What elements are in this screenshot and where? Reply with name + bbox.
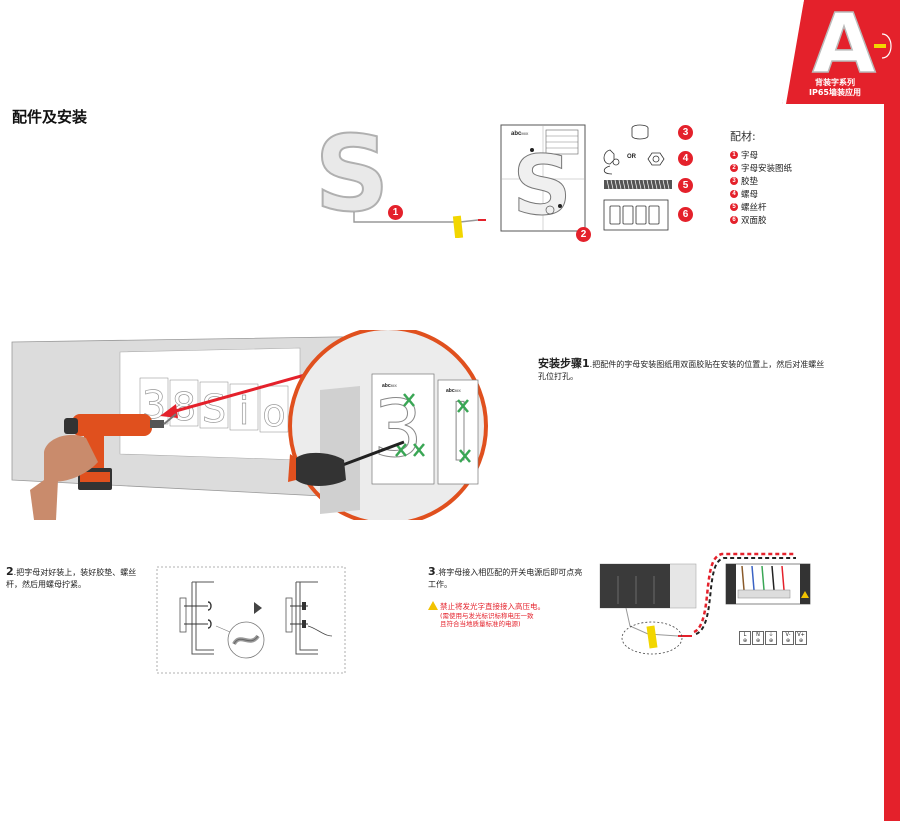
material-label: 字母安装图纸 — [741, 163, 793, 174]
template-brand: abcMIX — [511, 131, 528, 137]
svg-text:o: o — [262, 391, 285, 435]
terminal-v-minus: V-⊕ — [782, 631, 794, 645]
high-voltage-warning: 禁止将发光字直接接入高压电。 (需使用与发光标识标称电压一致 且符合当地质量标准… — [428, 601, 593, 628]
material-number: 4 — [730, 189, 738, 198]
svg-text:I: I — [448, 386, 472, 479]
step3-wiring-illustration — [599, 552, 811, 655]
step2-mounting-diagram — [156, 566, 346, 674]
callout-2: 2 — [576, 227, 591, 242]
brand-mix: MIX — [390, 384, 397, 388]
magnified-brand-1: abcMIX — [382, 383, 397, 389]
material-label: 字母 — [741, 150, 759, 161]
material-number: 6 — [730, 215, 738, 224]
svg-text:i: i — [239, 389, 250, 433]
or-label: OR — [627, 154, 636, 160]
brand-abc: abc — [382, 383, 391, 389]
badge-graphic: A — [782, 0, 900, 104]
callout-4: 4 — [678, 151, 693, 166]
section-title: 配件及安装 — [12, 108, 88, 126]
svg-text:S: S — [202, 387, 226, 431]
callout-1: 1 — [388, 205, 403, 220]
series-badge: A 背装字系列 IP65墙装应用 — [782, 0, 900, 104]
letter-s-illustration: S — [314, 128, 486, 238]
step2-body: .把字母对好装上，装好胶垫、螺丝杆，然后用螺母拧紧。 — [6, 568, 137, 589]
warning-sub-1: (需使用与发光标识标称电压一致 — [440, 612, 534, 620]
material-number: 1 — [730, 150, 738, 159]
material-label: 胶垫 — [741, 176, 759, 187]
warning-main: 禁止将发光字直接接入高压电。 — [440, 602, 545, 611]
terminal-v-plus: V+⊕ — [795, 631, 807, 645]
material-number: 2 — [730, 163, 738, 172]
callout-5: 5 — [678, 178, 693, 193]
callout-3: 3 — [678, 125, 693, 140]
hardware-parts — [603, 124, 672, 231]
step2-number: 2 — [6, 565, 14, 578]
callout-6: 6 — [678, 207, 693, 222]
magnified-brand-2: abcMIX — [446, 388, 461, 394]
badge-letter: A — [812, 0, 876, 92]
svg-text:3: 3 — [373, 385, 423, 475]
step2-text: 2.把字母对好装上，装好胶垫、螺丝杆，然后用螺母拧紧。 — [6, 566, 146, 591]
warning-sub-2: 且符合当地质量标准的电源) — [440, 620, 521, 628]
svg-text:S: S — [512, 139, 571, 234]
installation-template-sheet: S — [500, 124, 586, 234]
side-accent-bar — [884, 104, 900, 821]
terminal-strip: L⊕ N⊕ ⏚⊕ V-⊕ V+⊕ — [739, 631, 807, 645]
terminal-n: N⊕ — [752, 631, 764, 645]
materials-title: 配材: — [730, 130, 756, 143]
brand-mix: MIX — [521, 131, 529, 136]
svg-text:S: S — [315, 128, 390, 235]
material-label: 螺母 — [741, 189, 759, 200]
badge-caption: 背装字系列 IP65墙装应用 — [790, 78, 880, 98]
material-label: 双面胶 — [741, 215, 767, 226]
step1-heading: 安装步骤1 — [538, 357, 590, 370]
brand-mix: MIX — [454, 389, 461, 393]
step3-body: .将字母接入相匹配的开关电源后即可点亮工作。 — [428, 568, 583, 589]
material-number: 5 — [730, 202, 738, 211]
terminal-l: L⊕ — [739, 631, 751, 645]
step1-body: .把配件的字母安装图纸用双面胶贴在安装的位置上，然后对准螺丝孔位打孔。 — [538, 360, 825, 381]
material-number: 3 — [730, 176, 738, 185]
brand-abc: abc — [446, 388, 455, 394]
step3-text: 3.将字母接入相匹配的开关电源后即可点亮工作。 — [428, 566, 588, 591]
step1-text: 安装步骤1.把配件的字母安装图纸用双面胶贴在安装的位置上，然后对准螺丝孔位打孔。 — [538, 358, 828, 383]
brand-abc: abc — [511, 131, 522, 137]
warning-icon — [428, 601, 438, 610]
badge-line-1: 背装字系列 — [815, 78, 855, 87]
step1-drilling-illustration: 3 8 S i o 3 I — [11, 330, 488, 520]
material-label: 螺丝杆 — [741, 202, 767, 213]
step3-number: 3 — [428, 565, 436, 578]
badge-line-2: IP65墙装应用 — [809, 88, 861, 97]
terminal-ground: ⏚⊕ — [765, 631, 777, 645]
